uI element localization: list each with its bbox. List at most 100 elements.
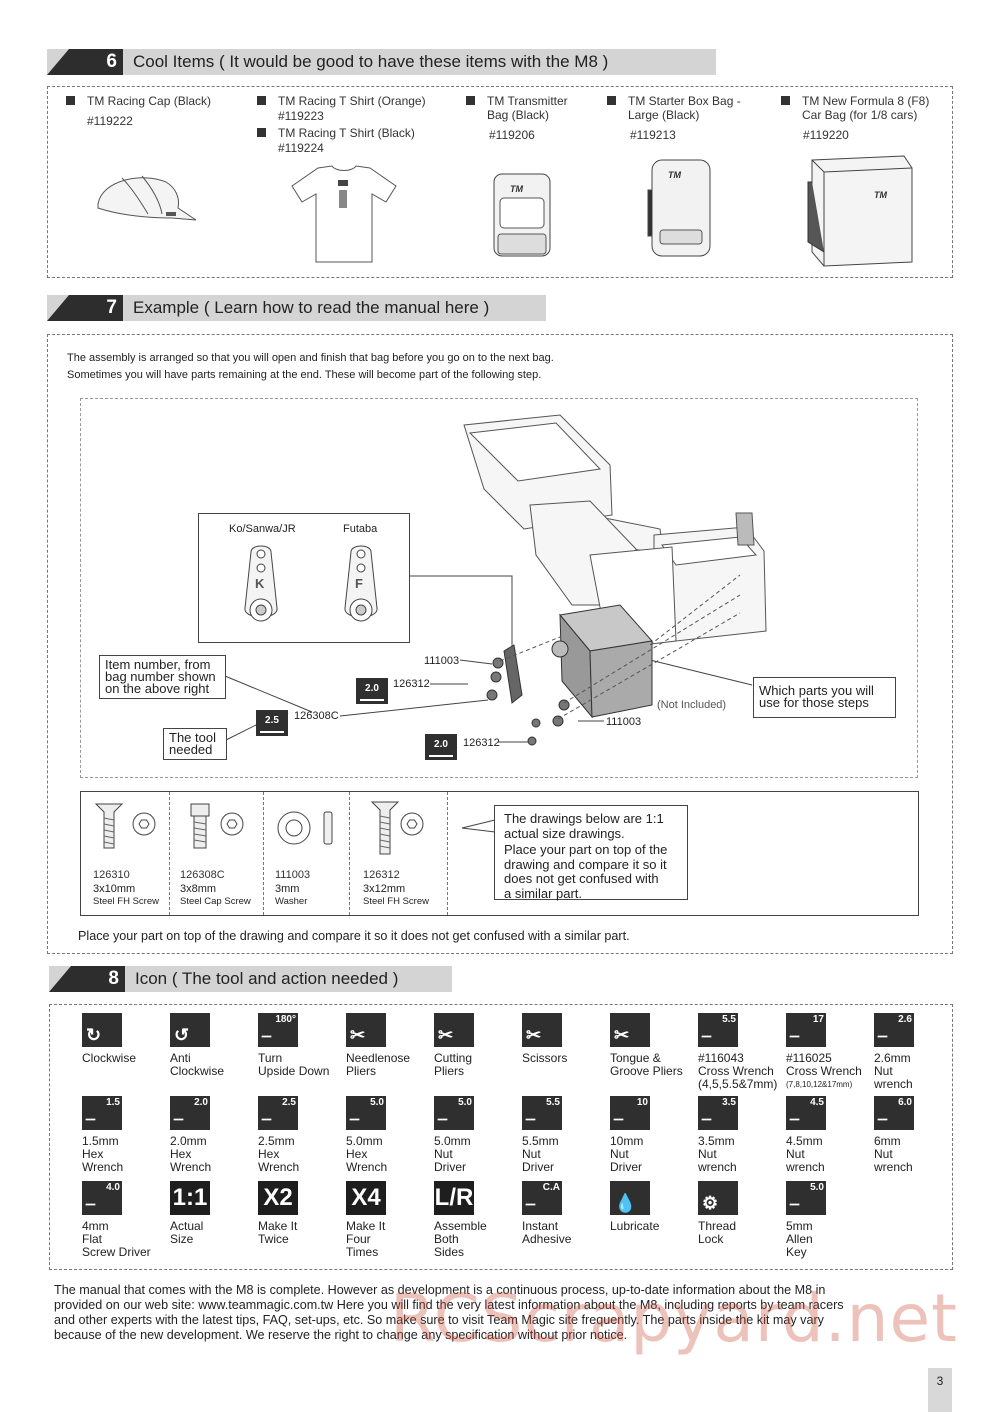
- cap-screw-3x8-image: [190, 803, 244, 849]
- hex-wrench-icon: 2.0⎯: [170, 1096, 210, 1130]
- icon-glyph: ↻: [86, 1025, 102, 1045]
- car-bag-image: TM: [807, 155, 913, 267]
- item-code: #119223: [278, 109, 324, 123]
- hex-wrench-2-0-icon: 2.0: [425, 734, 457, 760]
- section-title: Example ( Learn how to read the manual h…: [133, 298, 490, 317]
- icon-glyph: ⎯: [438, 1108, 447, 1128]
- bullet-icon: [607, 96, 616, 105]
- svg-text:TM: TM: [668, 170, 681, 180]
- servo-horn-k-icon: K: [244, 545, 278, 622]
- actual-size-icon: 1:1: [170, 1181, 210, 1215]
- section6-header: 6 Cool Items ( It would be good to have …: [47, 49, 716, 75]
- horn-label-ko-sanwa-jr: Ko/Sanwa/JR: [229, 523, 296, 535]
- icon-badge: 10: [636, 1097, 648, 1108]
- icon-badge: 2.0: [194, 1097, 208, 1108]
- icon-glyph: ⎯: [526, 1193, 535, 1213]
- nut-wrench-icon: 3.5 ⎯: [698, 1096, 738, 1130]
- hw-part-desc: Steel Cap Screw: [180, 896, 251, 907]
- hw-part-desc: Washer: [275, 896, 308, 907]
- instant-adhesive-icon: C.A⎯: [522, 1181, 562, 1215]
- icon-badge: 180°: [275, 1014, 296, 1025]
- icon-glyph: ✂: [526, 1025, 542, 1045]
- intro-text-line2: Sometimes you will have parts remaining …: [67, 369, 542, 381]
- icon-label: Scissors: [522, 1051, 568, 1065]
- needlenose-pliers-icon: ✂: [346, 1013, 386, 1047]
- icon-badge: 3.5: [722, 1097, 736, 1108]
- leader-lines: [224, 575, 753, 743]
- icon-legend-box: [49, 1004, 953, 1270]
- hex-wrench-2-5-icon: 2.5: [256, 710, 288, 736]
- nut-wrench-icon: 2.6⎯: [874, 1013, 914, 1047]
- nut-wrench-icon: 4.5⎯: [786, 1096, 826, 1130]
- item-name: TM Racing T Shirt (Black): [278, 126, 415, 140]
- part-label-126312: 126312: [463, 737, 500, 749]
- compare-note: Place your part on top of the drawing an…: [78, 929, 630, 943]
- item-name: TM Racing T Shirt (Orange): [278, 94, 426, 108]
- bullet-icon: [66, 96, 75, 105]
- hw-part-size: 3x10mm: [93, 883, 136, 895]
- clockwise-icon: ↻: [82, 1013, 122, 1047]
- servo-tray-assembly-diagram: [463, 414, 767, 746]
- svg-text:TM: TM: [510, 184, 523, 194]
- item-code: #119222: [87, 114, 133, 128]
- servo-horn-f-icon: F: [344, 545, 378, 622]
- svg-text:F: F: [355, 576, 363, 591]
- hw-part-number: 126310: [93, 869, 130, 881]
- icon-badge: 5.5: [546, 1097, 560, 1108]
- assembly-diagram-box: [80, 398, 918, 778]
- bullet-icon: [466, 96, 475, 105]
- icon-label: Lubricate: [610, 1219, 660, 1233]
- washer-3mm-image: [277, 811, 333, 845]
- cross-wrench-icon: 5.5⎯: [698, 1013, 738, 1047]
- item-name: TM Transmitter Bag (Black): [487, 94, 568, 122]
- example-box: [47, 334, 953, 954]
- icon-badge: 5.0: [810, 1182, 824, 1193]
- item-code: #119224: [278, 141, 324, 155]
- item-code: #119206: [489, 128, 535, 142]
- icon-glyph: ⎯: [86, 1108, 95, 1128]
- turn-upside-down-icon: 180°⎯: [258, 1013, 298, 1047]
- racing-cap-image: [97, 175, 197, 221]
- servo-horn-inset: Ko/Sanwa/JR Futaba K F: [198, 513, 410, 643]
- hex-wrench-icon: 5.0⎯: [346, 1096, 386, 1130]
- footer-text: The manual that comes with the M8 is com…: [54, 1283, 844, 1342]
- page-number: 3: [928, 1368, 952, 1412]
- nut-driver-icon: 5.0 ⎯: [434, 1096, 474, 1130]
- icon-glyph: ✂: [350, 1025, 366, 1045]
- note-pointer: [461, 819, 496, 833]
- icon-label: Tongue &Groove Pliers: [610, 1051, 683, 1078]
- icon-glyph: ⎯: [86, 1193, 95, 1213]
- icon-glyph: ⎯: [702, 1108, 711, 1128]
- icon-glyph: ⎯: [878, 1108, 887, 1128]
- thread-lock-icon: ⚙: [698, 1181, 738, 1215]
- hw-divider: [169, 792, 170, 915]
- svg-text:K: K: [255, 576, 265, 591]
- bullet-icon: [781, 96, 790, 105]
- hex-wrench-icon: 1.5⎯: [82, 1096, 122, 1130]
- item-name: TM Racing Cap (Black): [87, 94, 212, 108]
- section8-header: 8 Icon ( The tool and action needed ): [49, 966, 452, 992]
- actual-size-hardware-box: [80, 791, 919, 916]
- svg-text:TM: TM: [874, 190, 887, 200]
- icon-badge: 5.0: [458, 1097, 472, 1108]
- icon-glyph: ⎯: [614, 1108, 623, 1128]
- nut-wrench-icon: 6.0⎯: [874, 1096, 914, 1130]
- icon-badge: 4.0: [106, 1182, 120, 1193]
